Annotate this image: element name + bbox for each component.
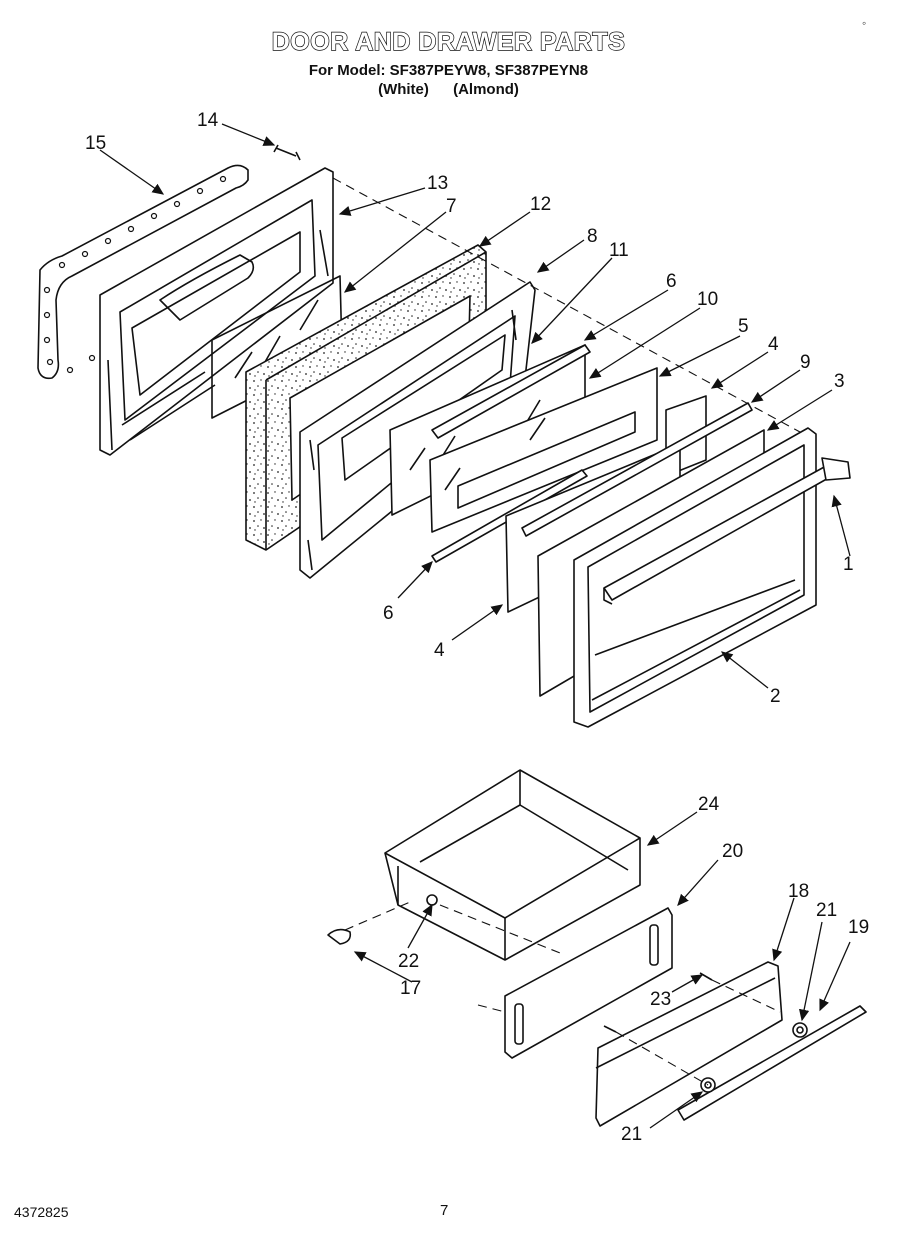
part-9-trim	[521, 402, 753, 537]
callout-11: 11	[609, 240, 629, 261]
callout-labels: 1 2 3 4 4 5 6 6 7 8 9 10 11 12 13 14 15 …	[85, 110, 869, 1145]
part-2-door-frame	[573, 427, 817, 728]
callout-10: 10	[697, 289, 718, 310]
callout-8: 8	[587, 226, 598, 247]
callout-24: 24	[698, 794, 720, 815]
callout-6-lower: 6	[383, 603, 394, 624]
alignment-lines	[332, 177, 801, 1086]
part-19-trim-strip	[677, 1005, 867, 1121]
callout-21-lower: 21	[621, 1124, 642, 1145]
document-id: 4372825	[14, 1204, 69, 1220]
callout-15: 15	[85, 133, 106, 154]
callout-20: 20	[722, 841, 743, 862]
variant-white: (White)	[378, 81, 429, 98]
part-6-upper-retainer	[431, 344, 591, 439]
corner-mark: ◦	[862, 16, 867, 30]
part-20-drawer-front	[504, 907, 673, 1059]
callout-4-upper: 4	[768, 334, 779, 355]
variant-almond: (Almond)	[453, 81, 519, 98]
callout-12: 12	[530, 194, 551, 215]
callout-6-upper: 6	[666, 271, 677, 292]
callout-17: 17	[400, 978, 421, 999]
callout-19: 19	[848, 917, 869, 938]
part-1-handle	[603, 457, 851, 605]
callout-5: 5	[738, 316, 749, 337]
part-10-window-glass	[429, 367, 658, 533]
callout-13: 13	[427, 173, 448, 194]
callout-14: 14	[197, 110, 219, 131]
callout-9: 9	[800, 352, 811, 373]
callout-18: 18	[788, 881, 809, 902]
callout-21-upper: 21	[816, 900, 837, 921]
part-23-screws	[603, 972, 713, 1033]
page-number: 7	[440, 1202, 449, 1219]
callout-7: 7	[446, 196, 457, 217]
callout-1: 1	[843, 554, 854, 575]
page-title-text: DOOR AND DRAWER PARTS	[271, 27, 626, 56]
callout-23: 23	[650, 989, 671, 1010]
part-14-screw	[273, 144, 301, 161]
color-variants: (White) (Almond)	[0, 81, 897, 98]
page-title: DOOR AND DRAWER PARTS	[0, 27, 897, 57]
callout-2: 2	[770, 686, 781, 707]
leader-arrows	[99, 123, 851, 1129]
callout-22: 22	[398, 951, 419, 972]
part-15-door-gasket	[37, 164, 249, 380]
part-22-roller	[426, 894, 438, 906]
part-18-drawer-panel	[595, 961, 783, 1127]
callout-3: 3	[834, 371, 845, 392]
model-line: For Model: SF387PEYW8, SF387PEYN8	[308, 62, 589, 79]
part-13-inner-door	[99, 167, 334, 456]
callout-4-lower: 4	[434, 640, 445, 661]
part-24-drawer-body	[384, 769, 641, 961]
part-17-glide	[327, 928, 352, 945]
